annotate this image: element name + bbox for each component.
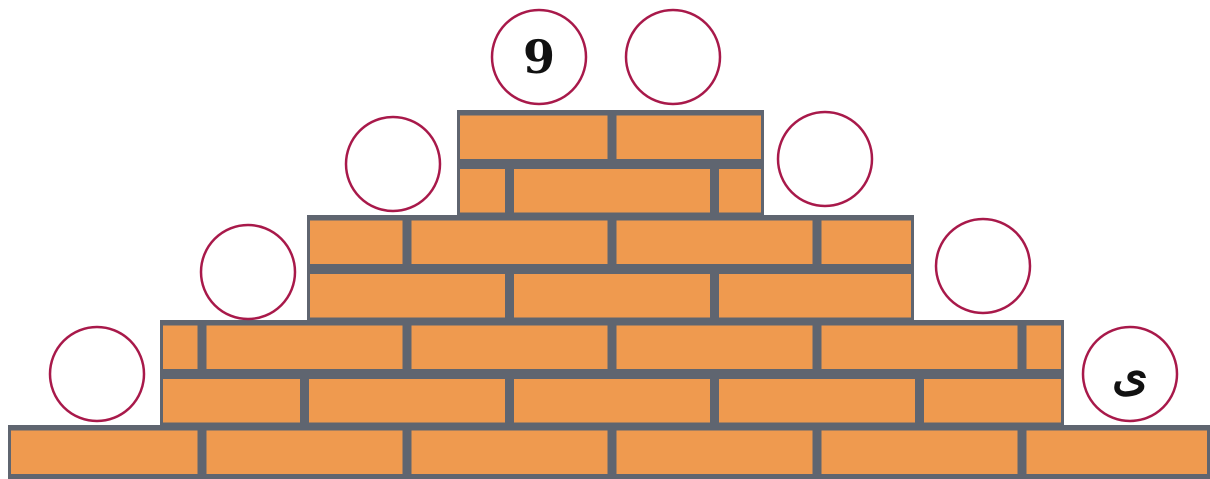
brick bbox=[412, 326, 608, 370]
brick bbox=[617, 326, 813, 370]
circle-step3-left[interactable] bbox=[50, 327, 144, 421]
circle-outline bbox=[936, 219, 1030, 313]
brick bbox=[514, 169, 710, 213]
brick bbox=[412, 431, 608, 475]
circle-label: ی bbox=[1112, 347, 1148, 401]
brick bbox=[412, 221, 608, 265]
brick bbox=[163, 379, 300, 423]
brick bbox=[822, 221, 912, 265]
brick bbox=[310, 221, 403, 265]
circle-step1-right[interactable] bbox=[778, 112, 872, 206]
circle-top-left[interactable]: 9 bbox=[492, 10, 586, 104]
circle-step1-left[interactable] bbox=[346, 117, 440, 211]
circle-outline bbox=[626, 10, 720, 104]
brick bbox=[460, 116, 608, 160]
circle-step2-left[interactable] bbox=[201, 225, 295, 319]
brick bbox=[719, 379, 915, 423]
brick bbox=[719, 169, 761, 213]
brick bbox=[822, 326, 1018, 370]
circle-label: 9 bbox=[523, 30, 555, 84]
brick bbox=[1027, 431, 1208, 475]
brick bbox=[514, 274, 710, 318]
brick bbox=[310, 274, 505, 318]
brick-wall bbox=[8, 110, 1210, 479]
brick bbox=[309, 379, 505, 423]
brick bbox=[163, 326, 198, 370]
circle-step3-right[interactable]: ی bbox=[1083, 327, 1177, 421]
brick bbox=[207, 431, 403, 475]
brick bbox=[822, 431, 1018, 475]
brick bbox=[617, 431, 813, 475]
brick bbox=[617, 116, 762, 160]
brick bbox=[617, 221, 813, 265]
circle-outline bbox=[201, 225, 295, 319]
brick bbox=[924, 379, 1061, 423]
circle-outline bbox=[50, 327, 144, 421]
brick bbox=[1027, 326, 1062, 370]
brick bbox=[514, 379, 710, 423]
circle-top-right[interactable] bbox=[626, 10, 720, 104]
brick bbox=[11, 431, 198, 475]
circle-outline bbox=[346, 117, 440, 211]
circle-outline bbox=[778, 112, 872, 206]
brick bbox=[719, 274, 911, 318]
circle-step2-right[interactable] bbox=[936, 219, 1030, 313]
brick bbox=[460, 169, 505, 213]
brick bbox=[207, 326, 403, 370]
